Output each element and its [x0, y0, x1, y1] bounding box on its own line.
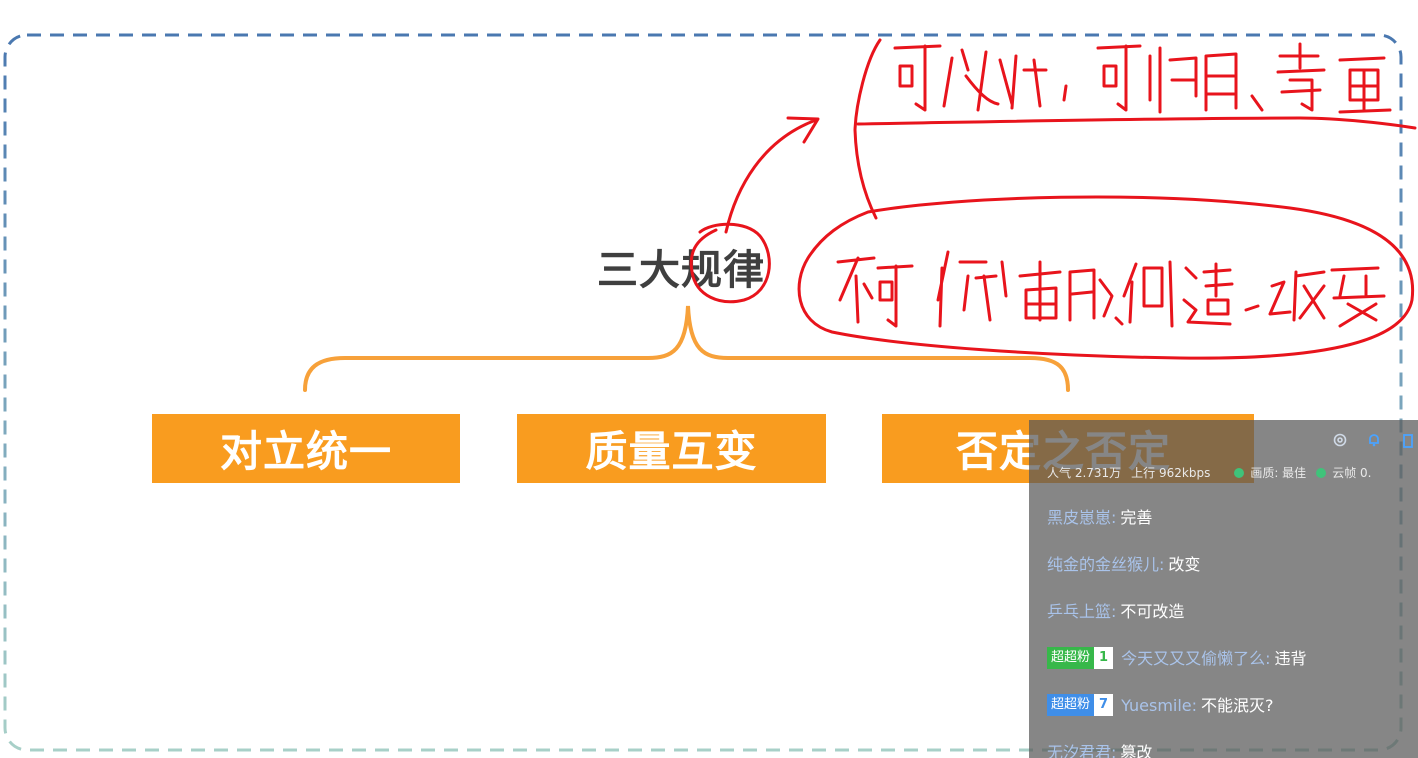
stream-stats: 人气 2.731万 上行 962kbps 画质: 最佳 云帧 0.: [1047, 464, 1381, 481]
chat-text: 不可改造: [1120, 602, 1185, 621]
box-quality-quantity: 质量互变: [517, 414, 826, 483]
ink-arrow: [724, 116, 820, 234]
fan-badge[interactable]: 超超粉 1: [1047, 647, 1114, 669]
frames-stat: 云帧 0.: [1316, 464, 1371, 481]
overlay-toolbar: [1330, 430, 1418, 450]
chat-message: 黑皮崽崽: 完善: [1047, 506, 1418, 553]
ink-ellipse: [797, 195, 1415, 360]
chat-username[interactable]: Yuesmile: [1121, 696, 1192, 715]
chat-text: 完善: [1120, 508, 1153, 527]
quality-stat: 画质: 最佳: [1234, 464, 1306, 481]
box-unity-of-opposites: 对立统一: [152, 414, 460, 483]
chat-text: 违背: [1274, 649, 1307, 668]
live-chat-overlay: 人气 2.731万 上行 962kbps 画质: 最佳 云帧 0. 黑皮崽崽: …: [1029, 420, 1418, 758]
fan-badge-name: 超超粉: [1047, 694, 1095, 716]
chat-text: 改变: [1168, 555, 1201, 574]
chat-username[interactable]: 今天又又又偷懒了么: [1121, 649, 1266, 668]
fan-badge-name: 超超粉: [1047, 647, 1095, 669]
share-icon[interactable]: [1398, 430, 1418, 450]
frames-label: 云帧 0.: [1332, 466, 1372, 480]
upload-stat: 上行 962kbps: [1131, 466, 1211, 480]
chat-message: 乒乓上篮: 不可改造: [1047, 600, 1418, 647]
chat-text: 篡改: [1120, 743, 1153, 758]
fan-badge-level: 7: [1094, 694, 1114, 716]
popularity-stat: 人气 2.731万: [1047, 466, 1122, 480]
ink-bracket: [853, 38, 882, 220]
chat-message: 无汐君君: 篡改: [1047, 741, 1418, 758]
fan-badge[interactable]: 超超粉 7: [1047, 694, 1114, 716]
chat-username[interactable]: 乒乓上篮: [1047, 602, 1112, 621]
chat-username[interactable]: 纯金的金丝猴儿: [1047, 555, 1160, 574]
ink-underline: [856, 116, 1417, 130]
chat-list: 黑皮崽崽: 完善 纯金的金丝猴儿: 改变 乒乓上篮: 不可改造 超超粉 1 今天…: [1047, 506, 1418, 758]
status-dot-icon: [1316, 467, 1327, 478]
status-dot-icon: [1234, 467, 1245, 478]
chat-username[interactable]: 黑皮崽崽: [1047, 508, 1112, 527]
chat-message: 超超粉 1 今天又又又偷懒了么: 违背: [1047, 647, 1418, 694]
bell-icon[interactable]: [1364, 430, 1384, 450]
slide-title: 三大规律: [597, 246, 765, 294]
quality-label: 画质: 最佳: [1250, 466, 1307, 480]
settings-icon[interactable]: [1330, 430, 1350, 450]
chat-message: 纯金的金丝猴儿: 改变: [1047, 553, 1418, 600]
chat-username[interactable]: 无汐君君: [1047, 743, 1112, 758]
chat-message: 超超粉 7 Yuesmile: 不能泯灭?: [1047, 694, 1418, 741]
fan-badge-level: 1: [1094, 647, 1114, 669]
chat-text: 不能泯灭?: [1201, 696, 1274, 715]
